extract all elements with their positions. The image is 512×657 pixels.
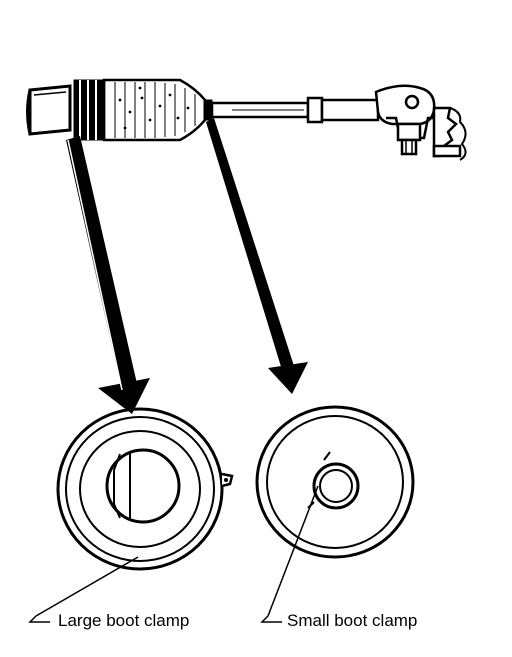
boot-bellows: [102, 78, 207, 142]
large-boot-clamp-label: Large boot clamp: [58, 611, 190, 630]
large-clamp-band: [73, 79, 105, 141]
leader-lines: [28, 485, 319, 623]
large-clamp-view: [56, 407, 234, 571]
small-clamp-view: [255, 405, 415, 559]
steering-knuckle: [432, 106, 467, 161]
arrow-small-clamp: [206, 118, 308, 394]
small-boot-clamp-label: Small boot clamp: [287, 611, 418, 630]
rack-housing: [26, 84, 72, 136]
tie-rod-end: [374, 84, 436, 156]
tie-rod: [210, 96, 380, 124]
arrow-large-clamp: [66, 136, 150, 414]
